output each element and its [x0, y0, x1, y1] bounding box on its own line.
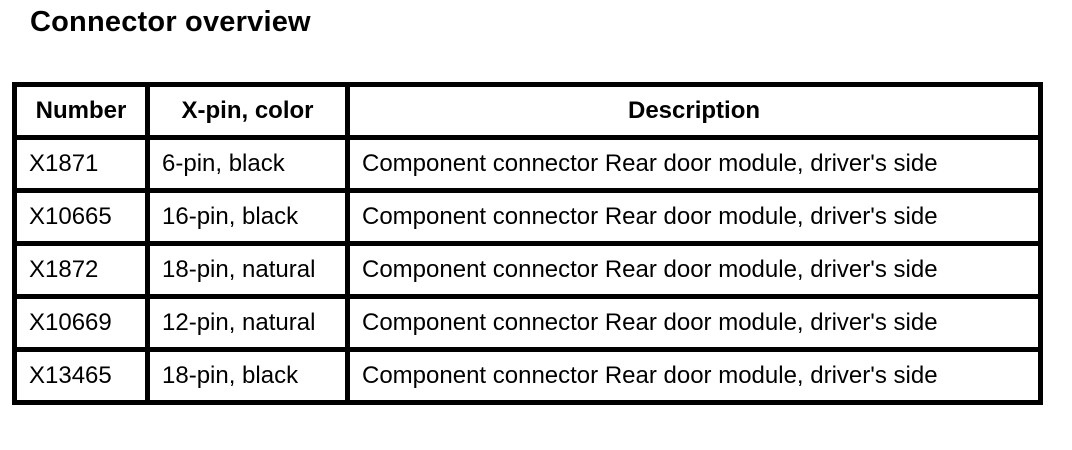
table-row: X1871 6-pin, black Component connector R…: [12, 135, 1043, 193]
cell-pin-color: 18-pin, natural: [145, 241, 350, 299]
cell-description: Component connector Rear door module, dr…: [345, 135, 1043, 193]
page-title: Connector overview: [30, 6, 311, 38]
table-row: X10665 16-pin, black Component connector…: [12, 188, 1043, 246]
cell-pin-color: 6-pin, black: [145, 135, 350, 193]
cell-number: X13465: [12, 347, 150, 405]
column-header-pin-color: X-pin, color: [145, 82, 350, 140]
connector-overview-table: Number X-pin, color Description X1871 6-…: [12, 82, 1043, 405]
table-header-row: Number X-pin, color Description: [12, 82, 1043, 140]
table-row: X10669 12-pin, natural Component connect…: [12, 294, 1043, 352]
table-row: X13465 18-pin, black Component connector…: [12, 347, 1043, 405]
cell-pin-color: 12-pin, natural: [145, 294, 350, 352]
table-row: X1872 18-pin, natural Component connecto…: [12, 241, 1043, 299]
cell-number: X1872: [12, 241, 150, 299]
cell-description: Component connector Rear door module, dr…: [345, 241, 1043, 299]
cell-number: X1871: [12, 135, 150, 193]
cell-description: Component connector Rear door module, dr…: [345, 188, 1043, 246]
cell-description: Component connector Rear door module, dr…: [345, 294, 1043, 352]
column-header-number: Number: [12, 82, 150, 140]
cell-pin-color: 16-pin, black: [145, 188, 350, 246]
column-header-description: Description: [345, 82, 1043, 140]
cell-number: X10669: [12, 294, 150, 352]
cell-description: Component connector Rear door module, dr…: [345, 347, 1043, 405]
cell-number: X10665: [12, 188, 150, 246]
cell-pin-color: 18-pin, black: [145, 347, 350, 405]
